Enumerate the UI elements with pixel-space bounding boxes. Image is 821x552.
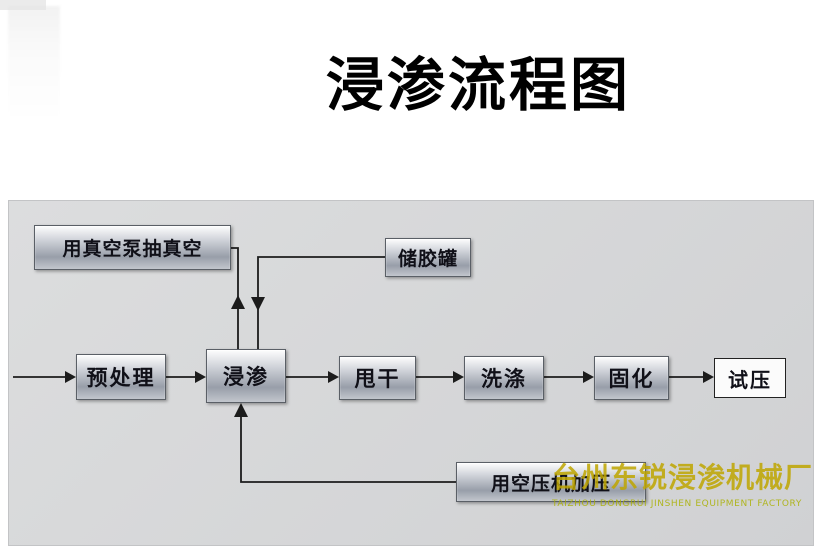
node-pressure-test: 试压 (714, 358, 786, 398)
node-wash: 洗涤 (464, 356, 544, 400)
node-pretreat: 预处理 (76, 354, 166, 400)
node-glue-tank-label: 储胶罐 (397, 248, 458, 270)
connector-lines (13, 247, 714, 483)
page-title: 浸渗流程图 (326, 51, 632, 119)
arrow-entry (13, 371, 76, 383)
node-cure-label: 固化 (608, 367, 655, 391)
arrow-wash-to-cure (544, 371, 594, 383)
node-spin-dry: 甩干 (339, 356, 416, 400)
node-air-compressor: 用空压机加压 (456, 462, 646, 502)
node-pressure-test-label: 试压 (728, 367, 772, 392)
scan-artifact-corner (0, 0, 46, 10)
node-spin-dry-label: 甩干 (354, 367, 401, 391)
node-impregnate: 浸渗 (206, 349, 286, 403)
line-air-compressor-to-impregnate (234, 403, 456, 483)
arrow-pretreat-to-impregnate (166, 371, 206, 383)
node-vacuum-pump-label: 用真空泵抽真空 (62, 238, 203, 260)
node-cure: 固化 (594, 356, 669, 400)
node-wash-label: 洗涤 (481, 367, 527, 391)
line-vacuum-to-impregnate (231, 247, 245, 349)
node-impregnate-label: 浸渗 (223, 365, 269, 389)
arrow-impregnate-to-spin-dry (286, 371, 339, 383)
node-pretreat-label: 预处理 (86, 366, 156, 390)
node-air-compressor-label: 用空压机加压 (490, 472, 611, 495)
arrow-cure-to-pressure-test (669, 371, 714, 383)
node-glue-tank: 储胶罐 (385, 238, 471, 277)
arrow-spin-dry-to-wash (416, 371, 464, 383)
scan-artifact (8, 6, 60, 118)
line-glue-tank-to-impregnate (251, 256, 385, 349)
flowchart-panel: 用真空泵抽真空 储胶罐 预处理 浸渗 甩干 洗涤 固化 试压 用空压机加压 (8, 200, 814, 546)
node-vacuum-pump: 用真空泵抽真空 (34, 225, 231, 270)
